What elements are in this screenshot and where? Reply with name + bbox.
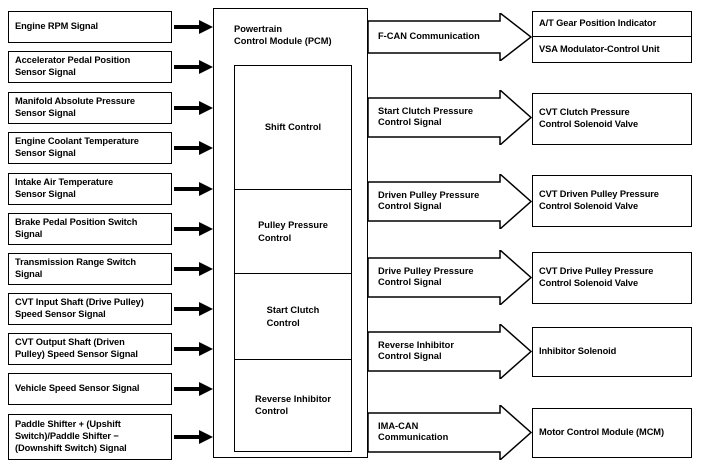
input-label: Engine Coolant Temperature Sensor Signal <box>15 136 139 158</box>
arrow-shaft <box>174 267 199 271</box>
pcm-title: Powertrain Control Module (PCM) <box>234 24 332 47</box>
arrow-shaft <box>174 387 199 391</box>
output-label: CVT Driven Pulley Pressure Control Solen… <box>539 189 659 211</box>
input-box-cvt-input-shaft-speed-sensor: CVT Input Shaft (Drive Pulley) Speed Sen… <box>8 293 172 325</box>
arrow-head-icon <box>199 20 213 34</box>
signal-label: Reverse Inhibitor Control Signal <box>378 339 454 362</box>
input-box-cvt-output-shaft-speed-sensor: CVT Output Shaft (Driven Pulley) Speed S… <box>8 333 172 365</box>
arrow-shaft <box>174 106 199 110</box>
pcm-module: Powertrain Control Module (PCM) Shift Co… <box>213 8 368 458</box>
arrow-shaft <box>174 307 199 311</box>
pcm-section-label: Reverse Inhibitor Control <box>255 393 331 416</box>
arrow-shaft <box>174 65 199 69</box>
arrow-head-icon <box>199 342 213 356</box>
arrow-head-icon <box>199 430 213 444</box>
arrow-shaft <box>174 187 199 191</box>
input-label: CVT Output Shaft (Driven Pulley) Speed S… <box>15 337 138 359</box>
input-box-transmission-range-switch: Transmission Range Switch Signal <box>8 253 172 285</box>
input-box-vehicle-speed-sensor: Vehicle Speed Sensor Signal <box>8 373 172 405</box>
output-box-at-gear-position-indicator: A/T Gear Position Indicator <box>532 11 692 37</box>
output-label: VSA Modulator-Control Unit <box>539 43 660 54</box>
arrow-shaft <box>174 347 199 351</box>
output-box-inhibitor-solenoid: Inhibitor Solenoid <box>532 327 692 377</box>
pcm-section-pulley-pressure-control: Pulley Pressure Control <box>235 190 351 274</box>
signal-label: F-CAN Communication <box>378 31 480 42</box>
signal-arrow-drive-pulley-pressure: Drive Pulley Pressure Control Signal <box>368 250 532 305</box>
output-label: A/T Gear Position Indicator <box>539 18 657 29</box>
output-box-cvt-drive-pulley-pressure-solenoid: CVT Drive Pulley Pressure Control Soleno… <box>532 252 692 304</box>
input-box-brake-pedal-position-switch: Brake Pedal Position Switch Signal <box>8 213 172 245</box>
arrow-head-icon <box>199 302 213 316</box>
output-label: Inhibitor Solenoid <box>539 346 617 357</box>
signal-arrow-reverse-inhibitor: Reverse Inhibitor Control Signal <box>368 324 532 379</box>
pcm-section-start-clutch-control: Start Clutch Control <box>235 274 351 360</box>
output-box-cvt-driven-pulley-pressure-solenoid: CVT Driven Pulley Pressure Control Solen… <box>532 175 692 227</box>
pcm-section-reverse-inhibitor-control: Reverse Inhibitor Control <box>235 360 351 450</box>
arrow-head-icon <box>199 141 213 155</box>
arrow-shaft <box>174 146 199 150</box>
arrow-shaft <box>174 25 199 29</box>
input-box-intake-air-temperature: Intake Air Temperature Sensor Signal <box>8 173 172 205</box>
signal-label: Drive Pulley Pressure Control Signal <box>378 265 474 288</box>
output-box-vsa-modulator-control-unit: VSA Modulator-Control Unit <box>532 37 692 63</box>
arrow-head-icon <box>199 222 213 236</box>
signal-label: Driven Pulley Pressure Control Signal <box>378 189 480 212</box>
input-label: Paddle Shifter + (Upshift Switch)/Paddle… <box>15 419 127 453</box>
input-label: Intake Air Temperature Sensor Signal <box>15 177 114 199</box>
signal-arrow-f-can-communication: F-CAN Communication <box>368 13 532 61</box>
arrow-shaft <box>174 435 199 439</box>
signal-arrow-start-clutch-pressure: Start Clutch Pressure Control Signal <box>368 90 532 145</box>
signal-label: IMA-CAN Communication <box>378 420 449 443</box>
arrow-head-icon <box>199 382 213 396</box>
input-label: Manifold Absolute Pressure Sensor Signal <box>15 96 136 118</box>
input-label: Vehicle Speed Sensor Signal <box>15 383 140 394</box>
output-box-cvt-clutch-pressure-solenoid: CVT Clutch Pressure Control Solenoid Val… <box>532 93 692 145</box>
arrow-head-icon <box>199 60 213 74</box>
output-label: Motor Control Module (MCM) <box>539 427 664 438</box>
pcm-section-shift-control: Shift Control <box>235 66 351 190</box>
pcm-section-label: Start Clutch Control <box>266 305 320 328</box>
input-box-paddle-shifter: Paddle Shifter + (Upshift Switch)/Paddle… <box>8 414 172 460</box>
input-box-engine-rpm: Engine RPM Signal <box>8 11 172 43</box>
signal-label: Start Clutch Pressure Control Signal <box>378 105 474 128</box>
signal-arrow-driven-pulley-pressure: Driven Pulley Pressure Control Signal <box>368 174 532 229</box>
pcm-control-sections: Shift Control Pulley Pressure Control St… <box>234 65 352 452</box>
input-label: CVT Input Shaft (Drive Pulley) Speed Sen… <box>15 297 144 319</box>
input-label: Accelerator Pedal Position Sensor Signal <box>15 55 131 77</box>
output-box-motor-control-module: Motor Control Module (MCM) <box>532 408 692 458</box>
input-box-manifold-absolute-pressure: Manifold Absolute Pressure Sensor Signal <box>8 92 172 124</box>
input-box-accelerator-pedal-position: Accelerator Pedal Position Sensor Signal <box>8 51 172 83</box>
arrow-head-icon <box>199 101 213 115</box>
arrow-head-icon <box>199 262 213 276</box>
input-box-engine-coolant-temperature: Engine Coolant Temperature Sensor Signal <box>8 132 172 164</box>
input-label: Engine RPM Signal <box>15 21 99 32</box>
signal-arrow-ima-can-communication: IMA-CAN Communication <box>368 405 532 460</box>
input-label: Brake Pedal Position Switch Signal <box>15 217 138 239</box>
output-label: CVT Clutch Pressure Control Solenoid Val… <box>539 107 639 129</box>
arrow-shaft <box>174 227 199 231</box>
input-label: Transmission Range Switch Signal <box>15 257 136 279</box>
pcm-section-label: Pulley Pressure Control <box>258 220 328 243</box>
output-label: CVT Drive Pulley Pressure Control Soleno… <box>539 266 654 288</box>
arrow-head-icon <box>199 182 213 196</box>
pcm-section-label: Shift Control <box>264 122 322 133</box>
